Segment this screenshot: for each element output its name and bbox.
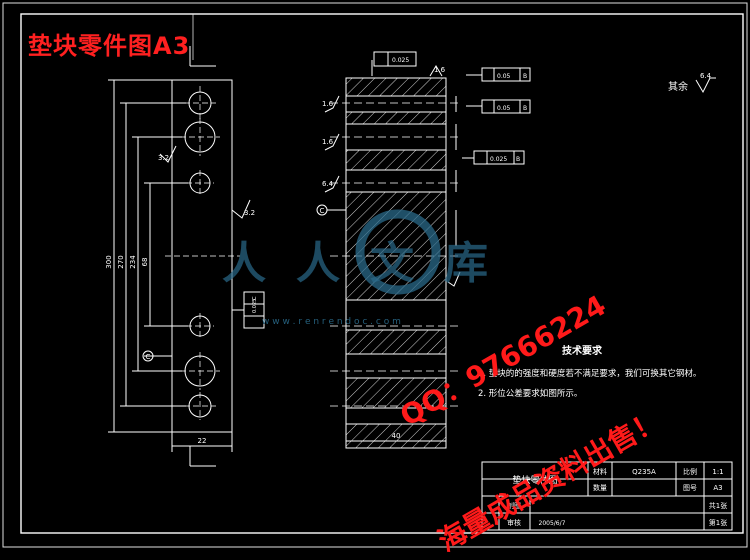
gdt-top-value: 0.025 bbox=[392, 57, 409, 64]
tb-part-name: 垫块零件图 bbox=[512, 474, 557, 486]
tech-heading: 技术要求 bbox=[562, 344, 603, 357]
tb-qty-label: 数量 bbox=[593, 483, 607, 492]
roughness-5: 3.2 bbox=[244, 209, 255, 217]
tb-material-value: Q235A bbox=[632, 468, 656, 476]
outer-frame bbox=[2, 2, 748, 548]
roughness-6: 3.2 bbox=[158, 154, 169, 162]
front-view bbox=[108, 46, 265, 467]
dim-left-300: 300 bbox=[105, 255, 113, 268]
gdt-left-value: 0.025 bbox=[252, 299, 258, 313]
tb-sheet-index: 第1张 bbox=[709, 518, 727, 527]
datum-c-front: C bbox=[146, 353, 151, 361]
tb-drawno-value: A3 bbox=[713, 484, 722, 492]
tech-item-1: 1. 垫块的的强度和硬度若不满足要求，我们可换其它钢材。 bbox=[478, 368, 701, 379]
dim-left-270: 270 bbox=[117, 255, 125, 268]
title-block-frame bbox=[481, 461, 733, 531]
tb-checked-label: 审核 bbox=[507, 518, 521, 527]
gdt-1-value: 0.05 bbox=[497, 73, 511, 80]
gdt-1-datum: B bbox=[523, 73, 527, 80]
gdt-3-value: 0.025 bbox=[490, 156, 507, 163]
datum-c-section: C bbox=[320, 207, 325, 215]
tb-drawno-label: 图号 bbox=[683, 484, 697, 492]
inner-frame bbox=[20, 13, 744, 534]
tb-scale-label: 比例 bbox=[683, 467, 697, 476]
roughness-2: 1.6 bbox=[322, 138, 334, 146]
gdt-2-value: 0.05 bbox=[497, 105, 511, 112]
watermark-brand: 人人文库 bbox=[222, 238, 518, 289]
roughness-3: 6.4 bbox=[322, 180, 334, 188]
roughness-1: 1.6 bbox=[322, 100, 334, 108]
dim-left-68: 68 bbox=[141, 258, 149, 267]
dim-left-width: 22 bbox=[198, 437, 207, 445]
tb-material-label: 材料 bbox=[593, 467, 607, 476]
tb-drawn-label: 制图 bbox=[507, 501, 521, 510]
watermark-logo bbox=[355, 209, 441, 295]
gdt-2-datum: B bbox=[523, 105, 527, 112]
dim-section-width: 40 bbox=[392, 432, 401, 440]
tb-date: 2005/6/7 bbox=[539, 520, 566, 527]
roughness-rest-label: 其余 bbox=[668, 80, 688, 93]
dim-left-234: 234 bbox=[129, 255, 137, 269]
gdt-left-datum: C bbox=[252, 296, 258, 300]
drawing-title: 垫块零件图A3 bbox=[28, 32, 191, 60]
roughness-4: 1.6 bbox=[434, 66, 446, 74]
watermark-site: w w w . r e n r e n d o c . c o m bbox=[262, 317, 401, 327]
roughness-rest-value: 6.4 bbox=[700, 72, 712, 80]
tb-scale-value: 1:1 bbox=[712, 468, 723, 476]
tech-item-2: 2. 形位公差要求如图所示。 bbox=[478, 388, 582, 399]
gdt-3-datum: B bbox=[516, 156, 520, 163]
tb-sheet-total: 共1张 bbox=[709, 501, 727, 510]
